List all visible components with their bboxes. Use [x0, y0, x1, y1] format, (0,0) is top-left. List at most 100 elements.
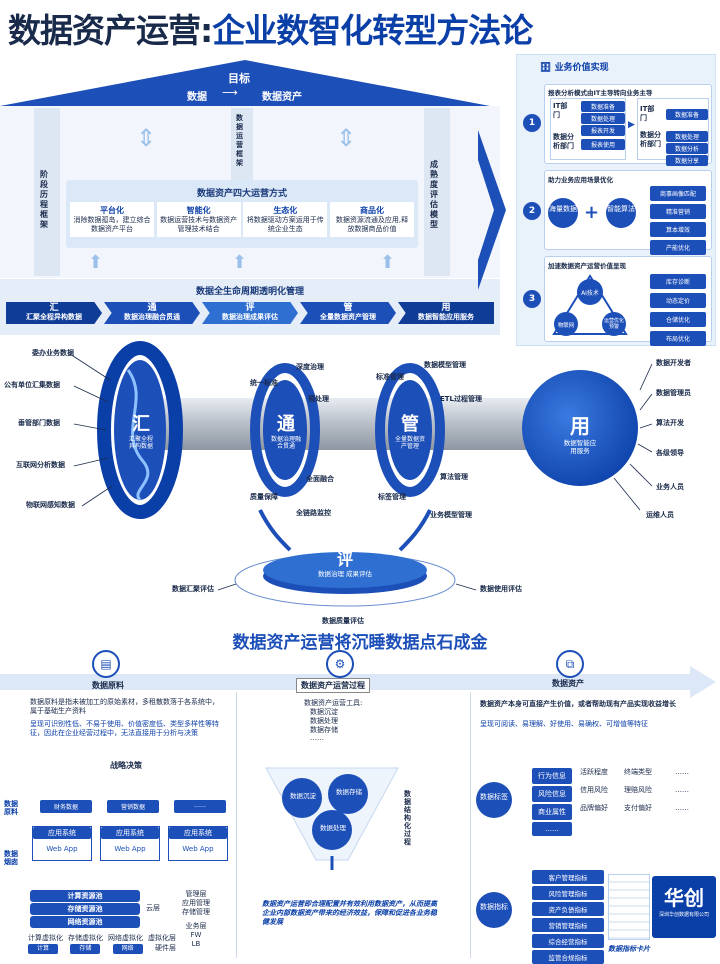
- divider: [470, 692, 471, 958]
- updown-arrow-icon-2: ⇕: [336, 124, 357, 152]
- tong-label: 预处理: [308, 395, 329, 403]
- stage-chevron: 通数据治理融合贯通: [104, 302, 200, 324]
- user-label: 数据开发者: [656, 359, 691, 367]
- user-label: 运维人员: [646, 511, 674, 519]
- title-sub: 企业数智化转型方法论: [212, 11, 533, 50]
- arrow-right-icon: ▶: [628, 120, 635, 130]
- value-num-1: 1: [523, 114, 541, 132]
- tri-iot: 物联网: [557, 323, 575, 329]
- pools: 计算资源池 存储资源池 网络资源池: [30, 890, 140, 928]
- source-label: 垂管部门数据: [18, 419, 60, 427]
- user-label: 算法开发: [656, 419, 684, 427]
- value-num-3: 3: [523, 290, 541, 308]
- op-item: 商品化 数据资源流通及应用,释放数据商品价值: [329, 202, 414, 237]
- tools-list: 数据沉淀数据处理数据存储……: [310, 708, 338, 743]
- value-title-3: 加速数据资产运营价值呈现: [548, 262, 626, 270]
- updown-arrow-icon-1: ⇕: [136, 124, 157, 152]
- tong-label: 全链路监控: [296, 509, 331, 517]
- tools-title: 数据资产运营工具:: [304, 699, 363, 707]
- value-panel-header: 🗄 业务价值实现: [540, 63, 609, 73]
- asset-text: 数据资产本身可直接产生价值，或者帮助现有产品实现收益增长: [480, 700, 676, 708]
- lifecycle-title: 数据全生命周期透明化管理: [195, 287, 304, 297]
- pillar-left-label: 阶段历程框架: [40, 170, 48, 229]
- step-asset: 数据资产: [552, 679, 584, 688]
- funnel-side-label: 数据结构化过程: [404, 790, 411, 846]
- stage-chevron: 评数据治理成果评估: [202, 302, 298, 324]
- page-title: 数据资产运营:企业数智化转型方法论: [8, 4, 712, 50]
- raw-side-label: 数据原料: [4, 800, 18, 816]
- pillar-left: [34, 108, 60, 276]
- asset-icon: ⧉: [556, 650, 584, 678]
- value-title-1: 报表分析模式由IT主导转向业务主导: [548, 89, 653, 97]
- pillar-middle-label: 数据运营框架: [236, 114, 243, 167]
- raw-text: 数据原料是指未被加工的原始素材，多租散数落于各系统中，属于基础生产资料: [30, 698, 219, 715]
- value-before: IT部门 数据准备 数据处理 报表开发 数据分析部门 报表使用: [550, 98, 626, 160]
- up-arrow-icon-1: ⬆: [88, 252, 104, 273]
- op-item: 平台化 消除数据孤岛，建立综合数据资产平台: [70, 202, 154, 237]
- flow-diagram: [69, 341, 653, 607]
- triangle-diagram: [552, 274, 628, 336]
- divider: [236, 692, 237, 958]
- eval-label: 数据质量评估: [322, 617, 364, 625]
- user-label: 各级领导: [656, 449, 684, 457]
- funnel-item: 数据存储: [336, 788, 362, 796]
- tri-ai: AI技术: [581, 290, 599, 297]
- step-process: 数据资产运营过程: [296, 678, 370, 693]
- source-label: 公有单位汇集数据: [4, 381, 60, 389]
- massive-data-circle: 海量数据: [548, 198, 578, 228]
- source-label: 物联网感知数据: [26, 501, 75, 509]
- asset-text-2: 呈现可阅读、易理解、好使用、易确权、可增值等特征: [480, 720, 648, 728]
- before-top-items: 数据准备 数据处理 报表开发: [581, 101, 625, 136]
- op-item: 生态化 将数据驱动方案运用于传统企业生态: [243, 202, 328, 237]
- guan-label: 标签管理: [378, 493, 406, 501]
- label-icon: 数据标签: [476, 782, 512, 818]
- label-row: ……: [532, 822, 712, 836]
- raw-data-icon: ▤: [92, 650, 120, 678]
- four-ops-title: 数据资产四大运营方式: [196, 189, 287, 199]
- tri-ops: 运营优化预警: [603, 318, 624, 330]
- label-row: 风险信息信用风险理赔风险……: [532, 786, 712, 802]
- eval-label: 数据汇聚评估: [172, 585, 214, 593]
- user-label: 数据管理员: [656, 389, 691, 397]
- guan-node: 管 全量数据资产管理: [395, 414, 426, 450]
- tong-node: 通 数据治理融合贯通: [271, 414, 302, 450]
- plus-icon: +: [584, 202, 600, 223]
- guan-label: 算法管理: [440, 473, 468, 481]
- roof-arrow-icon: ⟶: [222, 86, 238, 99]
- ping-node: 评 数据治理 成果评估: [317, 550, 373, 579]
- yong-node: 用 数据智能应用服务: [563, 414, 597, 455]
- stage-chevron: 用数据智能应用服务: [398, 302, 494, 324]
- funnel-shape: [265, 767, 399, 870]
- stage-chevron: 汇汇聚全程异构数据: [6, 302, 102, 324]
- pillar-middle: [231, 108, 253, 180]
- guan-label: 标准管理: [376, 373, 404, 381]
- virt-row: 计算虚拟化存储虚拟化网络虚拟化虚拟化层: [28, 934, 176, 942]
- roof-to: 数据资产: [262, 92, 302, 103]
- op-item: 智能化 数据运营技术与数据资产管理技术结合: [156, 202, 241, 237]
- bottom-heading: 数据资产运营将沉睡数据点石成金: [232, 633, 488, 653]
- tong-label: 深度治理: [296, 363, 324, 371]
- logo: 华创 深圳华创数据有限公司: [652, 876, 716, 938]
- value-num-2: 2: [523, 202, 541, 220]
- value-title-2: 助力业务应用场景优化: [548, 176, 613, 184]
- guan-label: ETL过程管理: [440, 395, 483, 403]
- big-right-arrow-icon: [478, 130, 506, 290]
- step-raw: 数据原料: [92, 681, 124, 690]
- index-list: 客户管理指标 风险管理指标 资产负债指标 营销管理指标 综合经营指标 监管合规指…: [532, 870, 604, 964]
- source-label: 委办业务数据: [32, 349, 74, 357]
- index-card-graphic: [608, 874, 650, 940]
- label-row: 行为信息活跃程度终端类型……: [532, 768, 712, 784]
- guan-label: 业务模型管理: [430, 511, 472, 519]
- chimney-side-label: 数据烟囱: [4, 850, 18, 866]
- hw-row: 计算存储网络硬件层: [28, 944, 176, 954]
- roof-shape: [0, 60, 490, 106]
- funnel-item: 数据处理: [320, 824, 346, 832]
- eval-label: 数据使用评估: [480, 585, 522, 593]
- raw-text-2: 呈现可识别性低、不易于使用、价值密度低、类型多样性等特征，因此在企业经营过程中，…: [30, 720, 219, 737]
- funnel-caption: 数据资产运营即合理配置并有效利用数据资产，从而提高企业内部数据资产带来的经济效益…: [262, 900, 437, 926]
- title-main: 数据资产运营:: [8, 11, 213, 50]
